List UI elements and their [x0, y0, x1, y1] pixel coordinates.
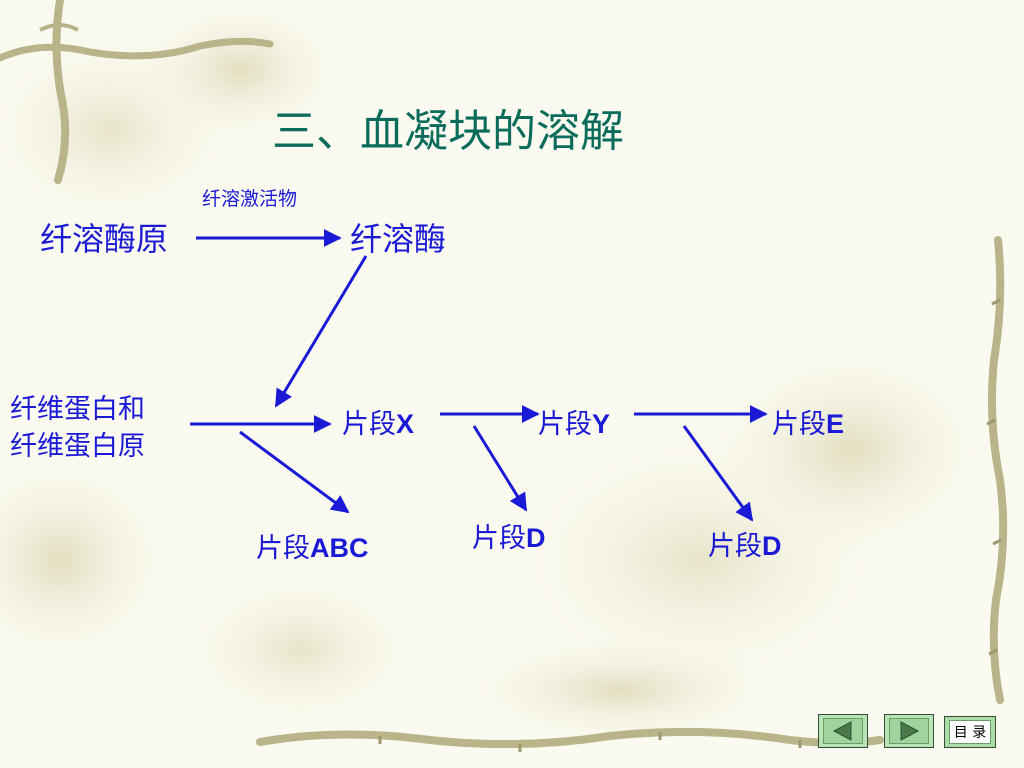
fragment-abc-prefix: 片段	[256, 533, 310, 564]
arrow-plasmin-to-fibrin	[274, 255, 368, 408]
fragment-abc-letter: ABC	[310, 533, 369, 563]
triangle-left-icon	[832, 721, 852, 741]
arrow-fragment-x-to-d	[472, 425, 528, 512]
node-plasminogen: 纤溶酶原	[40, 220, 169, 258]
fragment-d2-letter: D	[762, 531, 782, 561]
node-fragment-e: 片段E	[772, 402, 844, 441]
node-fragment-d-1: 片段D	[472, 516, 546, 555]
previous-slide-button[interactable]	[818, 714, 868, 748]
fragment-d1-letter: D	[526, 523, 546, 553]
table-of-contents-label: 目 录	[949, 720, 991, 744]
fragment-y-prefix: 片段	[538, 409, 592, 440]
slide-title: 三、血凝块的溶解	[272, 106, 624, 157]
node-fibrin-line2: 纤维蛋白原	[10, 431, 145, 462]
bamboo-right-vertical	[988, 236, 1008, 704]
fragment-e-letter: E	[826, 409, 845, 439]
table-of-contents-button[interactable]: 目 录	[944, 716, 996, 748]
fragment-y-letter: Y	[592, 409, 611, 439]
fragment-d1-prefix: 片段	[472, 523, 526, 554]
triangle-right-icon	[900, 721, 920, 741]
arrow-fibrin-to-fragment-abc	[239, 430, 350, 514]
fragment-x-prefix: 片段	[342, 409, 396, 440]
fragment-x-letter: X	[396, 409, 415, 439]
arrow-fragment-y-to-d	[682, 425, 754, 522]
node-plasmin: 纤溶酶	[350, 220, 447, 258]
activator-label: 纤溶激活物	[202, 188, 298, 210]
node-fragment-d-2: 片段D	[708, 524, 782, 563]
bamboo-top-left-vertical	[52, 0, 70, 184]
node-fragment-x: 片段X	[342, 402, 414, 441]
node-fragment-abc: 片段ABC	[256, 526, 369, 565]
fragment-e-prefix: 片段	[772, 409, 826, 440]
node-fragment-y: 片段Y	[538, 402, 610, 441]
next-slide-button[interactable]	[884, 714, 934, 748]
fragment-d2-prefix: 片段	[708, 531, 762, 562]
node-fibrin-line1: 纤维蛋白和	[10, 394, 145, 425]
bamboo-top-left-horizontal	[0, 37, 274, 62]
